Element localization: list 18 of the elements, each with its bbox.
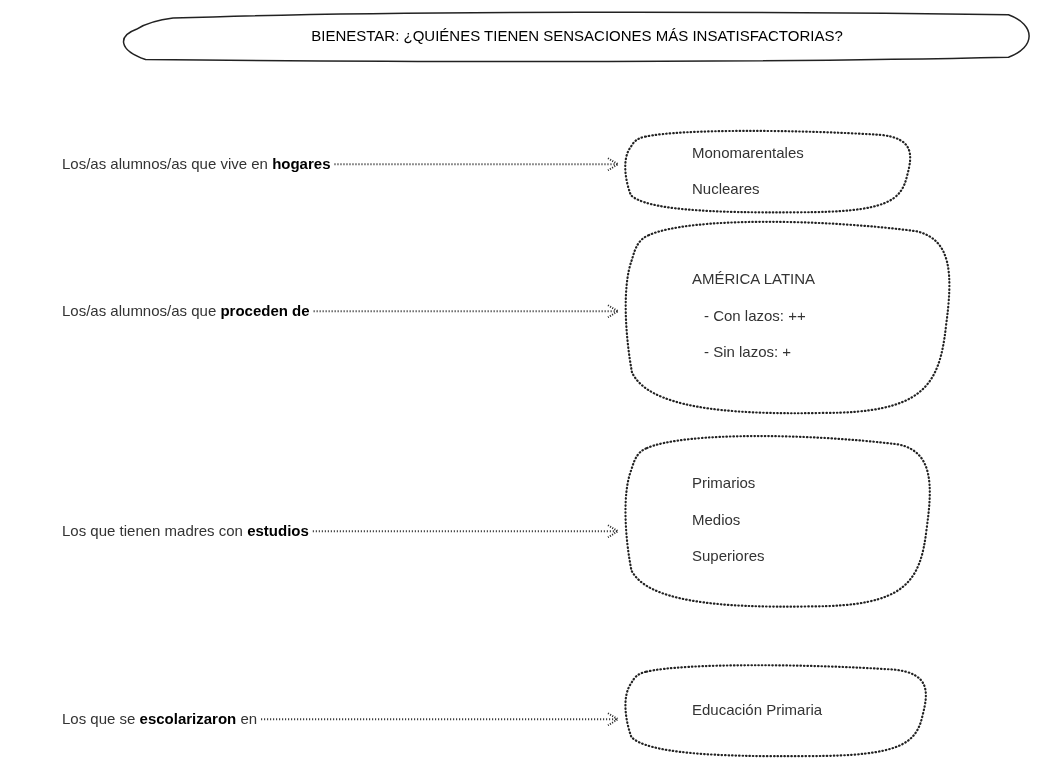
row-label: Los que tienen madres con estudios [62, 520, 309, 543]
category-text: Educación Primaria [692, 699, 823, 720]
row-label: Los que se escolarizaron en [62, 708, 258, 731]
category-text: Primarios [692, 473, 756, 494]
category-text: - Con lazos: ++ [704, 305, 806, 326]
category-text: - Sin lazos: + [704, 342, 792, 363]
category-text: Monomarentales [692, 142, 804, 163]
category-text: Medios [692, 509, 741, 530]
arrow [311, 524, 619, 539]
arrow [333, 157, 619, 172]
category-text: Nucleares [692, 179, 760, 199]
category-text: AMÉRICA LATINA [692, 269, 816, 290]
arrow [312, 304, 619, 319]
title-text: BIENESTAR: ¿QUIÉNES TIENEN SENSACIONES MÁS INSATISFACTORIAS? [311, 25, 843, 46]
category-text: Superiores [692, 546, 765, 567]
arrow [260, 712, 619, 727]
row-label: Los/as alumnos/as que vive en hogares [62, 153, 331, 176]
row-label: Los/as alumnos/as que proceden de [62, 300, 310, 323]
